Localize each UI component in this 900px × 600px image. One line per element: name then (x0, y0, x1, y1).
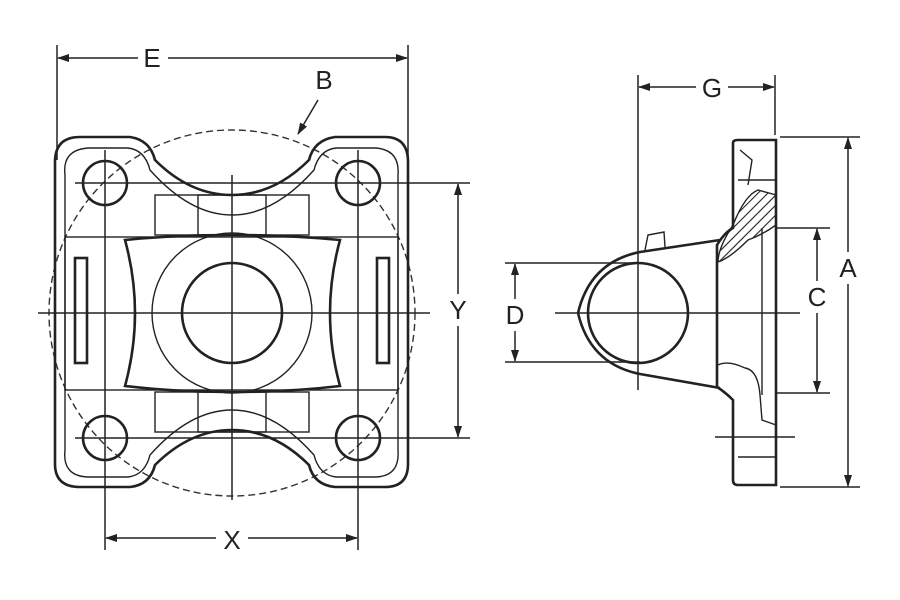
side-view: G D C A (501, 72, 864, 488)
front-view: E B Y X (38, 42, 474, 555)
label-b: B (315, 65, 332, 95)
yoke-ear-outline (576, 238, 721, 390)
label-e: E (143, 43, 160, 73)
label-d: D (506, 300, 525, 330)
dimension-b-leader (297, 99, 319, 135)
label-c: C (808, 282, 827, 312)
label-y: Y (449, 295, 466, 325)
section-hatch (717, 189, 777, 263)
label-a: A (839, 253, 857, 283)
label-x: X (223, 525, 240, 555)
flange-outline (715, 138, 778, 487)
label-g: G (702, 73, 722, 103)
